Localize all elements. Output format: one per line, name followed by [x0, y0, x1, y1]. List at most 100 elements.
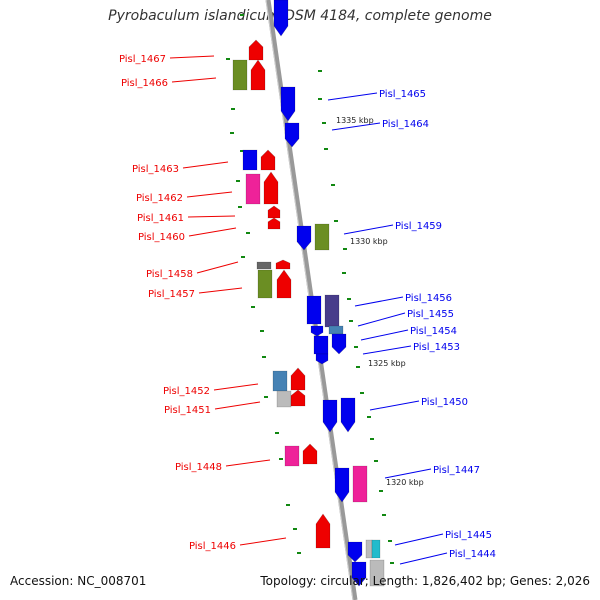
gene-pisl-1450: [340, 397, 356, 433]
gene-label-pisl-1467: Pisl_1467: [119, 54, 166, 65]
genome-title: Pyrobaculum islandicum DSM 4184, complet…: [108, 8, 492, 24]
scale-tick: [388, 540, 392, 542]
gene-label-pisl-1448: Pisl_1448: [175, 462, 222, 473]
scale-tick: [286, 504, 290, 506]
scale-tick: [349, 320, 353, 322]
gene-label-pisl-1454: Pisl_1454: [410, 326, 457, 337]
gene-label-pisl-1458: Pisl_1458: [146, 269, 193, 280]
scale-tick: [279, 458, 283, 460]
topology-text: Topology: circular; Length: 1,826,402 bp…: [260, 574, 590, 588]
gene-label-pisl-1459: Pisl_1459: [395, 221, 442, 232]
scale-tick: [297, 552, 301, 554]
scale-tick: [370, 438, 374, 440]
gene-pisl-1467: [248, 39, 264, 61]
gene-pisl-1445-blue: [347, 541, 363, 563]
gene-label-pisl-1450: Pisl_1450: [421, 397, 468, 408]
scale-tick: [331, 184, 335, 186]
leader-line-left: [186, 191, 233, 198]
gene-pisl-1448-magenta: [284, 445, 300, 467]
gene-pisl-1458: [256, 261, 272, 270]
gene-pisl-1453-tip: [315, 353, 329, 365]
scale-tick: [360, 392, 364, 394]
gene-pisl-1459-blue: [296, 225, 312, 251]
leader-line-left: [187, 215, 236, 218]
scale-label: 1330 kbp: [350, 237, 388, 246]
leader-line-left: [213, 383, 259, 391]
gene-label-pisl-1445: Pisl_1445: [445, 530, 492, 541]
gene-label-pisl-1466: Pisl_1466: [121, 78, 168, 89]
scale-tick: [356, 366, 360, 368]
gene-pisl-1451-gray: [276, 390, 292, 408]
gene-pisl-1462: [263, 171, 279, 205]
leader-line-right: [354, 296, 404, 307]
scale-tick: [322, 122, 326, 124]
gene-pisl-1463-blue: [242, 149, 258, 171]
gene-pisl-1461: [267, 205, 281, 219]
scale-label: 1320 kbp: [386, 478, 424, 487]
scale-tick: [264, 396, 268, 398]
gene-pisl-1457: [276, 269, 292, 299]
leader-line-left: [214, 401, 261, 410]
leader-line-right: [357, 312, 406, 327]
leader-line-left: [182, 161, 229, 169]
gene-label-pisl-1463: Pisl_1463: [132, 164, 179, 175]
gene-label-pisl-1446: Pisl_1446: [189, 541, 236, 552]
gene-pisl-1464: [284, 122, 300, 148]
scale-tick: [382, 514, 386, 516]
scale-tick: [246, 232, 250, 234]
gene-pisl-1454: [328, 325, 344, 335]
gene-pisl-1446: [315, 513, 331, 549]
gene-pisl-1444-blue: [351, 561, 367, 587]
scale-tick: [262, 356, 266, 358]
gene-pisl-1463: [260, 149, 276, 171]
gene-pisl-1447: [352, 465, 368, 503]
gene-pisl-1444: [369, 559, 385, 587]
scale-tick: [318, 98, 322, 100]
gene-pisl-1455: [324, 294, 340, 328]
scale-tick: [236, 180, 240, 182]
gene-pisl-1456: [306, 295, 322, 325]
scale-tick: [260, 330, 264, 332]
gene-pisl-1466: [250, 59, 266, 91]
scale-tick: [293, 528, 297, 530]
gene-pisl-1454-arrow: [310, 325, 324, 337]
scale-tick: [342, 272, 346, 274]
gene-label-pisl-1444: Pisl_1444: [449, 549, 496, 560]
leader-line-left: [169, 55, 215, 59]
gene-label-pisl-1447: Pisl_1447: [433, 465, 480, 476]
scale-label: 1335 kbp: [336, 116, 374, 125]
leader-line-right: [369, 400, 420, 411]
scale-tick: [324, 148, 328, 150]
scale-tick: [390, 562, 394, 564]
gene-pisl-1452-steel: [272, 370, 288, 392]
scale-tick: [231, 108, 235, 110]
gene-label-pisl-1462: Pisl_1462: [136, 193, 183, 204]
gene-label-pisl-1456: Pisl_1456: [405, 293, 452, 304]
leader-line-left: [198, 287, 243, 294]
leader-line-left: [225, 459, 271, 467]
scale-tick: [275, 432, 279, 434]
gene-label-pisl-1453: Pisl_1453: [413, 342, 460, 353]
gene-label-pisl-1452: Pisl_1452: [163, 386, 210, 397]
leader-line-right: [331, 122, 381, 131]
scale-label: 1325 kbp: [368, 359, 406, 368]
scale-tick: [226, 58, 230, 60]
gene-pisl-1447-blue: [334, 467, 350, 503]
leader-line-right: [394, 533, 444, 546]
scale-tick: [240, 14, 244, 16]
gene-pisl-1458-arrow: [275, 259, 291, 270]
scale-tick: [241, 256, 245, 258]
scale-tick: [318, 70, 322, 72]
gene-pisl-1460: [267, 217, 281, 230]
gene-pisl-1457-olive: [257, 269, 273, 299]
gene-pisl-1448: [302, 443, 318, 465]
scale-tick: [334, 220, 338, 222]
gene-label-pisl-1461: Pisl_1461: [137, 213, 184, 224]
gene-label-pisl-1457: Pisl_1457: [148, 289, 195, 300]
scale-tick: [379, 490, 383, 492]
leader-line-left: [188, 227, 237, 237]
scale-tick: [347, 298, 351, 300]
gene-blue-top: [273, 0, 289, 37]
scale-tick: [230, 132, 234, 134]
